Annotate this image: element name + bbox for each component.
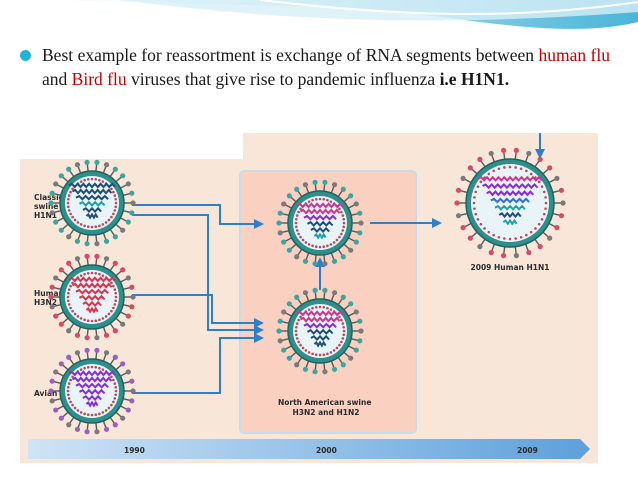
label-human-h3n2: Human H3N2 <box>34 289 66 307</box>
label-north-american-swine: North American swine H3N2 and H1N2 <box>278 398 374 417</box>
timeline-bar <box>28 439 590 459</box>
bullet-text-part1: Best example for reassortment is exchang… <box>42 45 539 65</box>
bullet-paragraph: Best example for reassortment is exchang… <box>20 43 610 91</box>
label-2009-human-h1n1: 2009 Human H1N1 <box>471 263 550 272</box>
flow-arrows <box>132 133 545 394</box>
virus-avian <box>48 347 136 435</box>
h1n1-text: i.e H1N1. <box>439 69 510 89</box>
bullet-dot-icon <box>20 50 31 61</box>
label-classic-swine: Classic swine H1N1 <box>34 193 66 220</box>
bullet-text-and: and <box>42 69 72 89</box>
bullet-text-part2: viruses that give rise to pandemic influ… <box>126 69 440 89</box>
timeline-1990: 1990 <box>124 446 145 455</box>
label-avian: Avian <box>34 389 57 398</box>
virus-human-h3n2 <box>48 253 136 341</box>
reassortment-figure: 1990 2000 2009 Classic swine H1N1 Human … <box>20 133 598 463</box>
virus-swine-reassortant-top <box>276 179 364 267</box>
virus-classic-swine <box>48 159 136 247</box>
timeline-2000: 2000 <box>316 446 337 455</box>
timeline-2009: 2009 <box>517 446 538 455</box>
virus-swine-reassortant-bottom <box>276 287 364 375</box>
header-wave-decoration <box>0 0 638 29</box>
figure-blank-corner <box>20 133 243 159</box>
human-flu-text: human flu <box>538 45 610 65</box>
bird-flu-text: Bird flu <box>71 69 127 89</box>
reassortment-diagram: 1990 2000 2009 Classic swine H1N1 Human … <box>28 133 590 459</box>
virus-2009-human-h1n1 <box>454 147 566 259</box>
